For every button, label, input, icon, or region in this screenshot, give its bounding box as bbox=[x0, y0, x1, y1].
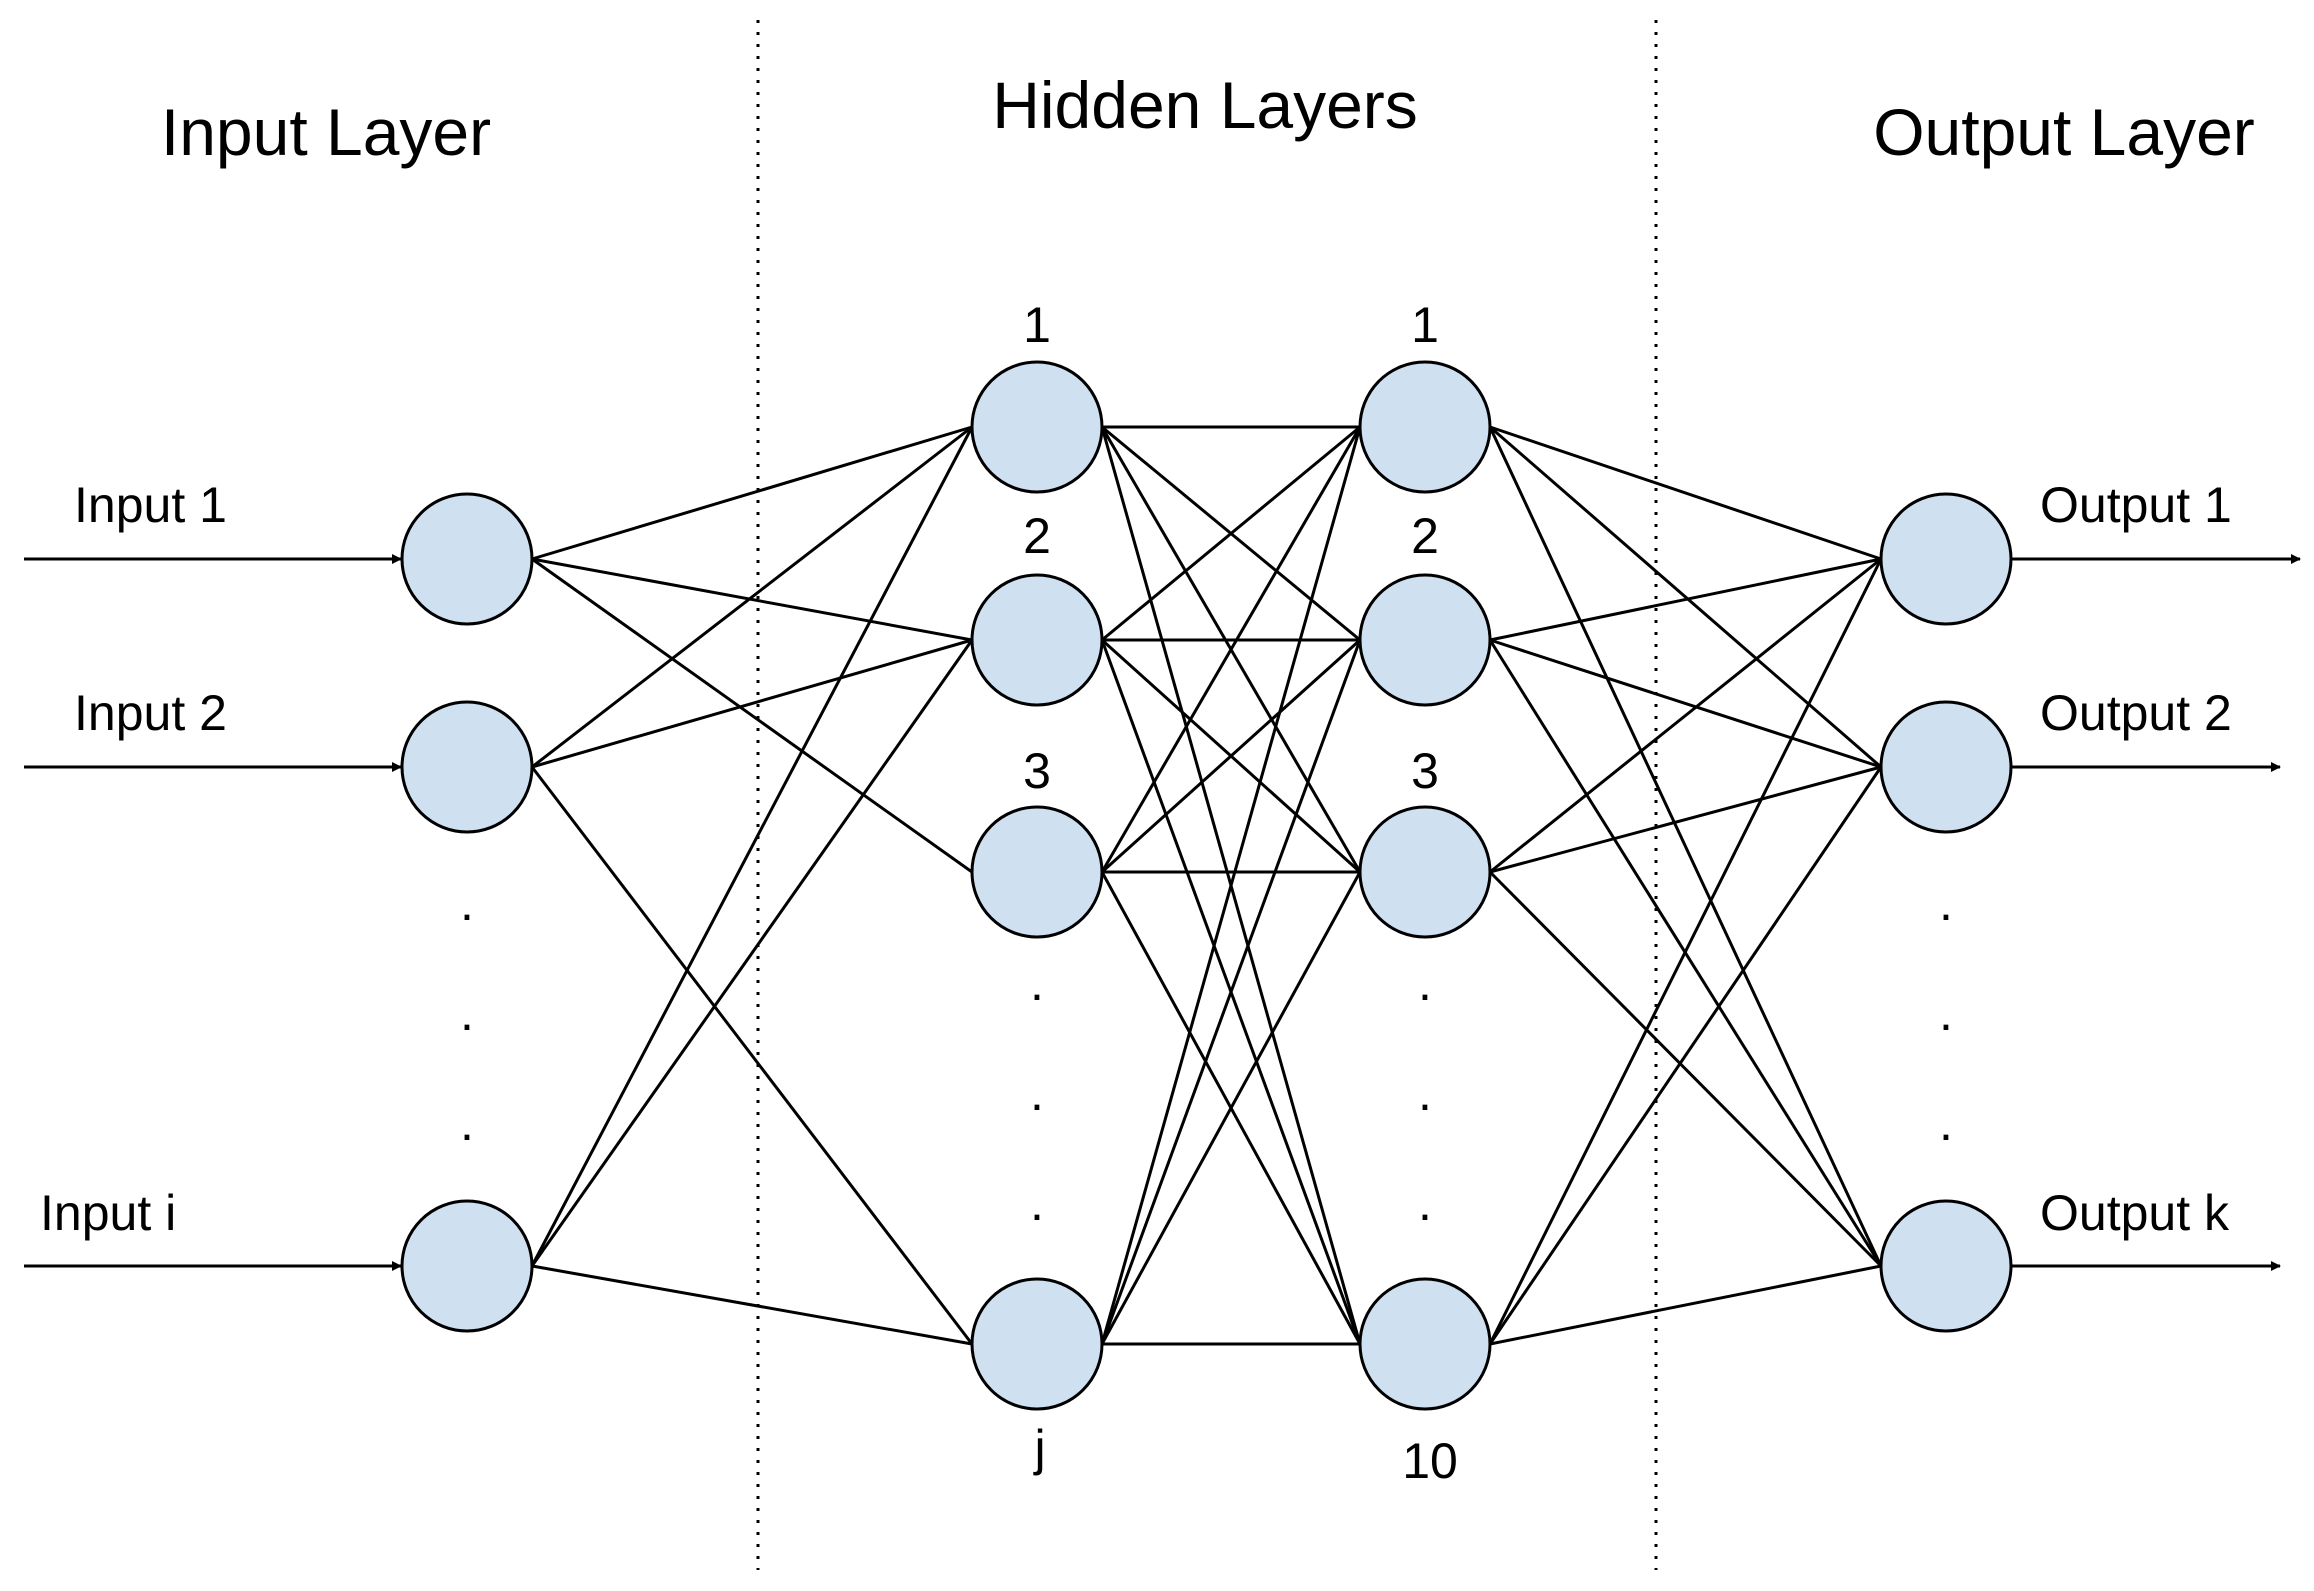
connection-line bbox=[531, 557, 973, 874]
hidden2-label-1: 1 bbox=[1411, 297, 1439, 353]
output-label-2: Output 2 bbox=[2040, 685, 2232, 741]
connection-line bbox=[1100, 426, 1362, 873]
connection-line bbox=[1488, 766, 1883, 1345]
hidden2-ellipsis-dot: . bbox=[1418, 955, 1432, 1011]
connection-line bbox=[530, 639, 974, 1267]
hidden2-node bbox=[1358, 573, 1492, 707]
connection-line bbox=[530, 426, 974, 1267]
connection-line bbox=[1488, 870, 1883, 1268]
connection-line bbox=[1100, 638, 1362, 874]
hidden2-node bbox=[1358, 360, 1492, 494]
input-ellipsis-dot: . bbox=[460, 1095, 474, 1151]
input-label-i: Input i bbox=[40, 1185, 176, 1241]
connection-line bbox=[1489, 638, 1882, 769]
hidden1-label-3: 3 bbox=[1023, 743, 1051, 799]
hidden-layers-heading: Hidden Layers bbox=[992, 68, 1418, 142]
hidden1-ellipsis-dot: . bbox=[1030, 955, 1044, 1011]
hidden2-label-3: 3 bbox=[1411, 743, 1439, 799]
output-label-k: Output k bbox=[2040, 1185, 2230, 1241]
output-node bbox=[1879, 1199, 2013, 1333]
hidden2-node bbox=[1358, 1277, 1492, 1411]
hidden2-label-10: 10 bbox=[1402, 1433, 1458, 1489]
connection-line bbox=[1489, 425, 1882, 769]
connection-line bbox=[531, 425, 973, 769]
connection-line bbox=[1489, 765, 1882, 874]
hidden1-ellipsis-dot: . bbox=[1030, 1065, 1044, 1121]
output-ellipsis-dot: . bbox=[1939, 985, 1953, 1041]
hidden1-node bbox=[970, 805, 1104, 939]
connection-line bbox=[1100, 871, 1362, 1345]
connection-line bbox=[1489, 1264, 1882, 1346]
input-layer-heading: Input Layer bbox=[161, 95, 491, 169]
output-node bbox=[1879, 492, 2013, 626]
hidden1-label-1: 1 bbox=[1023, 297, 1051, 353]
hidden1-label-2: 2 bbox=[1023, 508, 1051, 564]
input-node bbox=[400, 700, 534, 834]
input-ellipsis-dot: . bbox=[460, 875, 474, 931]
connection-line bbox=[531, 1264, 973, 1346]
hidden2-label-2: 2 bbox=[1411, 508, 1439, 564]
connection-line bbox=[531, 425, 973, 561]
input-node bbox=[400, 1199, 534, 1333]
connection-line bbox=[1489, 557, 1882, 874]
hidden1-ellipsis-dot: . bbox=[1030, 1175, 1044, 1231]
connection-line bbox=[1101, 425, 1361, 642]
connection-line bbox=[1100, 426, 1362, 1345]
input-ellipsis-dot: . bbox=[460, 985, 474, 1041]
hidden1-node bbox=[970, 360, 1104, 494]
hidden2-ellipsis-dot: . bbox=[1418, 1175, 1432, 1231]
output-label-1: Output 1 bbox=[2040, 477, 2232, 533]
connection-line bbox=[1489, 425, 1882, 561]
output-node bbox=[1879, 700, 2013, 834]
connection-line bbox=[1488, 426, 1883, 1267]
input-label-2: Input 2 bbox=[74, 685, 227, 741]
connection-line bbox=[1489, 557, 1882, 642]
connection-line bbox=[1488, 558, 1883, 1345]
hidden1-node bbox=[970, 573, 1104, 707]
neuron-nodes bbox=[400, 360, 2013, 1411]
hidden1-label-j: j bbox=[1032, 1420, 1045, 1476]
connection-lines bbox=[530, 425, 1883, 1346]
output-ellipsis-dot: . bbox=[1939, 1095, 1953, 1151]
hidden1-node bbox=[970, 1277, 1104, 1411]
hidden2-node bbox=[1358, 805, 1492, 939]
connection-line bbox=[531, 557, 973, 642]
connection-line bbox=[531, 638, 973, 769]
input-node bbox=[400, 492, 534, 626]
output-layer-heading: Output Layer bbox=[1873, 95, 2255, 169]
output-ellipsis-dot: . bbox=[1939, 875, 1953, 931]
connection-line bbox=[530, 766, 974, 1345]
input-label-1: Input 1 bbox=[74, 477, 227, 533]
connection-line bbox=[1100, 639, 1362, 1345]
hidden2-ellipsis-dot: . bbox=[1418, 1065, 1432, 1121]
